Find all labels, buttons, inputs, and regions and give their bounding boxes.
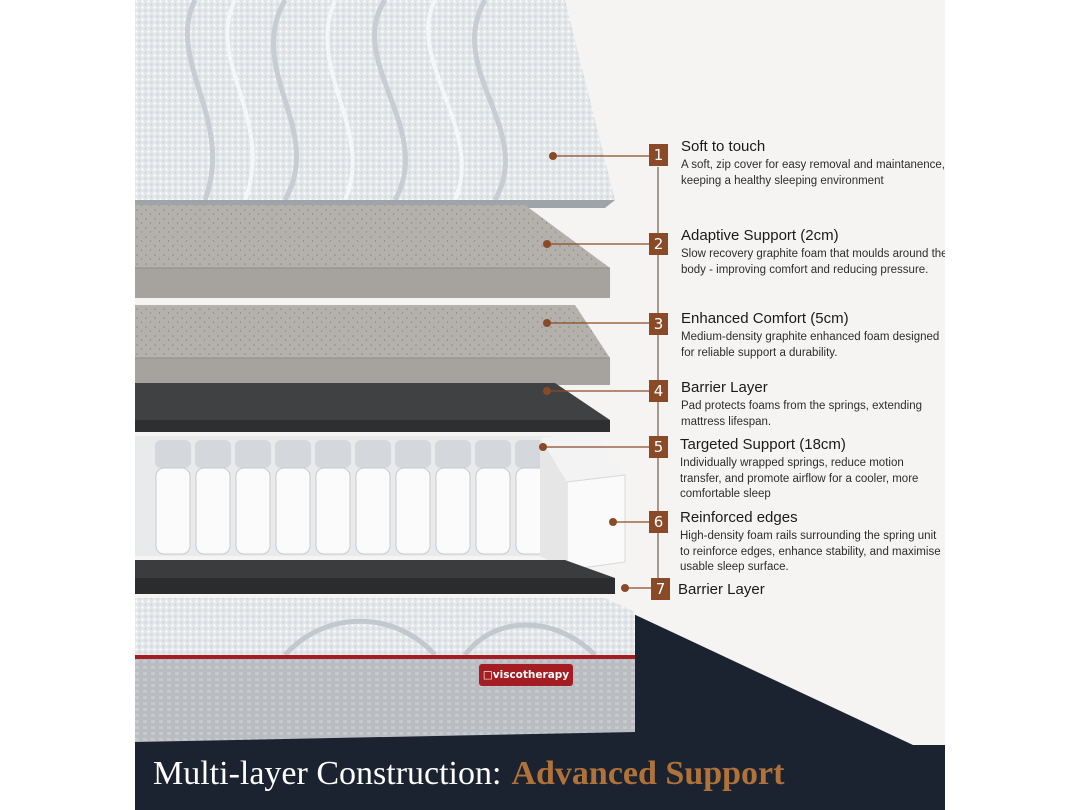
layer-2-number-badge: 2	[649, 233, 668, 255]
leader-dot	[609, 518, 617, 526]
spring-top	[315, 440, 351, 468]
layer-5-number-badge: 5	[649, 436, 668, 458]
layer-2-description: Slow recovery graphite foam that moulds …	[681, 248, 945, 276]
spring-top	[155, 440, 191, 468]
product-infographic: □viscotherapy 1 Soft to touch A soft, zi…	[135, 0, 945, 810]
spring-pocket	[155, 467, 191, 555]
footer-banner: Multi-layer Construction:Advanced Suppor…	[135, 745, 945, 810]
spring-pocket	[275, 467, 311, 555]
spring-top	[195, 440, 231, 468]
spring-top	[355, 440, 391, 468]
layer-2-title: Adaptive Support (2cm)	[681, 227, 839, 244]
cover-layer	[135, 0, 615, 208]
layer-1-description: A soft, zip cover for easy removal and m…	[681, 159, 945, 187]
leader-dot	[539, 443, 547, 451]
spring-pocket	[435, 467, 471, 555]
leader-dot	[543, 387, 551, 395]
layer-3-title: Enhanced Comfort (5cm)	[681, 310, 849, 327]
spring-pocket	[355, 467, 391, 555]
leader-dot	[549, 152, 557, 160]
spring-pocket	[395, 467, 431, 555]
graphite-foam-layer-2	[135, 205, 610, 298]
brand-logo: □viscotherapy	[482, 669, 570, 681]
layer-1-number-badge: 1	[649, 144, 668, 166]
mattress-layers-illustration	[135, 0, 945, 810]
brand-tag	[479, 664, 573, 686]
spring-top	[435, 440, 471, 468]
layer-1-title: Soft to touch	[681, 138, 766, 155]
pocket-springs	[135, 436, 555, 556]
spring-pocket	[195, 467, 231, 555]
layer-5-title: Targeted Support (18cm)	[680, 436, 846, 453]
layer-6-number-badge: 6	[649, 511, 668, 533]
layer-5-description: Individually wrapped springs, reduce mot…	[680, 457, 919, 500]
layer-6-title: Reinforced edges	[680, 509, 798, 526]
barrier-layer-4	[135, 383, 610, 432]
barrier-layer-7	[135, 560, 615, 594]
graphite-foam-layer-3	[135, 305, 610, 385]
layer-4-title: Barrier Layer	[681, 379, 768, 396]
foam-edge-rail	[540, 432, 626, 571]
footer-main-text: Multi-layer Construction:	[153, 755, 502, 792]
layer-3-description: Medium-density graphite enhanced foam de…	[681, 331, 940, 359]
leader-dot	[543, 319, 551, 327]
leader-lines	[539, 152, 651, 592]
layer-3-number-badge: 3	[649, 313, 668, 335]
spring-top	[235, 440, 271, 468]
layer-4-number-badge: 4	[649, 380, 668, 402]
spring-top	[475, 440, 511, 468]
layer-6-description: High-density foam rails surrounding the …	[680, 530, 941, 573]
spring-top	[395, 440, 431, 468]
layer-7-title: Barrier Layer	[678, 581, 765, 598]
spring-top	[275, 440, 311, 468]
footer-accent-text: Advanced Support	[511, 755, 785, 792]
layer-7-number-badge: 7	[651, 578, 670, 600]
layer-4-description: Pad protects foams from the springs, ext…	[681, 400, 922, 428]
leader-dot	[543, 240, 551, 248]
footer-heading: Multi-layer Construction:Advanced Suppor…	[153, 755, 784, 793]
spring-pocket	[235, 467, 271, 555]
spring-pocket	[475, 467, 511, 555]
leader-dot	[621, 584, 629, 592]
spring-pocket	[315, 467, 351, 555]
